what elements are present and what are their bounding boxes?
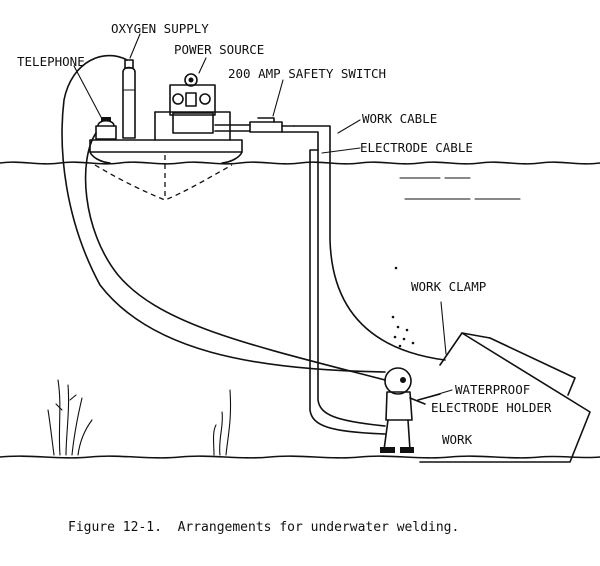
work-cable <box>293 125 446 361</box>
label-work: WORK <box>442 432 473 447</box>
wave-marks <box>399 177 521 200</box>
oxygen-bottle <box>122 59 136 139</box>
telephone-line <box>84 132 386 381</box>
sea-floor <box>0 455 600 459</box>
leader-lines <box>73 33 453 399</box>
seaweed-left <box>47 379 93 456</box>
work-structure <box>419 332 591 463</box>
diver <box>380 367 426 453</box>
oxygen-hose <box>61 54 386 373</box>
electrode-cable <box>281 131 386 435</box>
label-safety-switch: 200 AMP SAFETY SWITCH <box>228 66 386 81</box>
bubbles <box>391 266 415 348</box>
power-source <box>169 73 216 134</box>
figure-caption: Figure 12-1. Arrangements for underwater… <box>68 520 459 535</box>
label-work-clamp: WORK CLAMP <box>411 279 486 294</box>
safety-switch <box>249 117 295 133</box>
label-work-cable: WORK CABLE <box>362 111 437 126</box>
label-telephone: TELEPHONE <box>17 54 85 69</box>
label-holder-line2: ELECTRODE HOLDER <box>431 400 552 415</box>
seaweed-right <box>212 389 232 456</box>
label-oxygen-supply: OXYGEN SUPPLY <box>111 21 209 36</box>
label-holder-line1: WATERPROOF <box>455 382 530 397</box>
telephone <box>95 117 117 140</box>
electrode-cable-inner <box>317 149 386 427</box>
label-power-source: POWER SOURCE <box>174 42 264 57</box>
water-surface <box>0 161 600 165</box>
label-electrode-cable: ELECTRODE CABLE <box>360 140 473 155</box>
